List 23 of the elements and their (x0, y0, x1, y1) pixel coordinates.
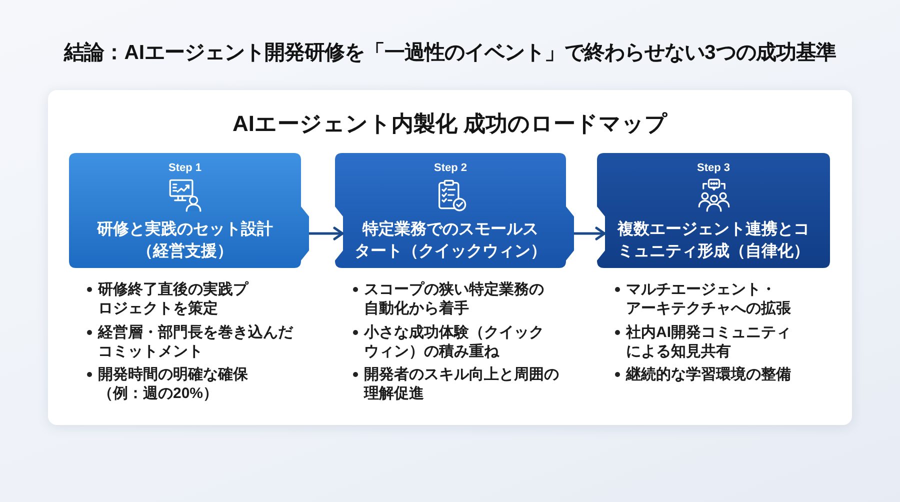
arrow (574, 226, 606, 240)
bullet-text: スコープの狭い特定業務の自動化から着手 (364, 280, 545, 318)
step-label: Step 1 (168, 161, 202, 175)
arrow (309, 226, 344, 240)
step-box (597, 153, 830, 268)
bullet-text: 開発時間の明確な確保（例：週の20%） (98, 365, 249, 403)
step-title: 複数エージェント連携とコミュニティ形成（自律化） (616, 219, 810, 262)
bullet-text: 継続的な学習環境の整備 (626, 365, 791, 384)
bullet-text: マルチエージェント・アーキテクチャへの拡張 (626, 280, 792, 318)
bullet-text: 経営層・部門長を巻き込んだコミットメント (98, 322, 294, 360)
bullet-text: 開発者のスキル向上と周囲の理解促進 (364, 365, 560, 403)
step-label: Step 2 (434, 161, 467, 175)
bullet-text: 研修終了直後の実践プロジェクトを策定 (98, 280, 250, 318)
heading: AIエージェント内製化 成功のロードマップ (232, 110, 668, 138)
step-box (69, 153, 309, 268)
step-title: 特定業務でのスモールスタート（クイックウィン） (354, 219, 548, 262)
bullet-text: 小さな成功体験（クイックウィン）の積み重ね (364, 322, 545, 360)
bullet-text: 社内AI開発コミュニティによる知見共有 (626, 322, 792, 360)
step-box (335, 153, 574, 268)
step-label: Step 3 (697, 161, 730, 175)
title: 結論：AIエージェント開発研修を「一過性のイベント」で終わらせない3つの成功基準 (64, 40, 836, 66)
step-title: 研修と実践のセット設計（経営支援） (96, 219, 274, 262)
card-panel (48, 90, 852, 425)
